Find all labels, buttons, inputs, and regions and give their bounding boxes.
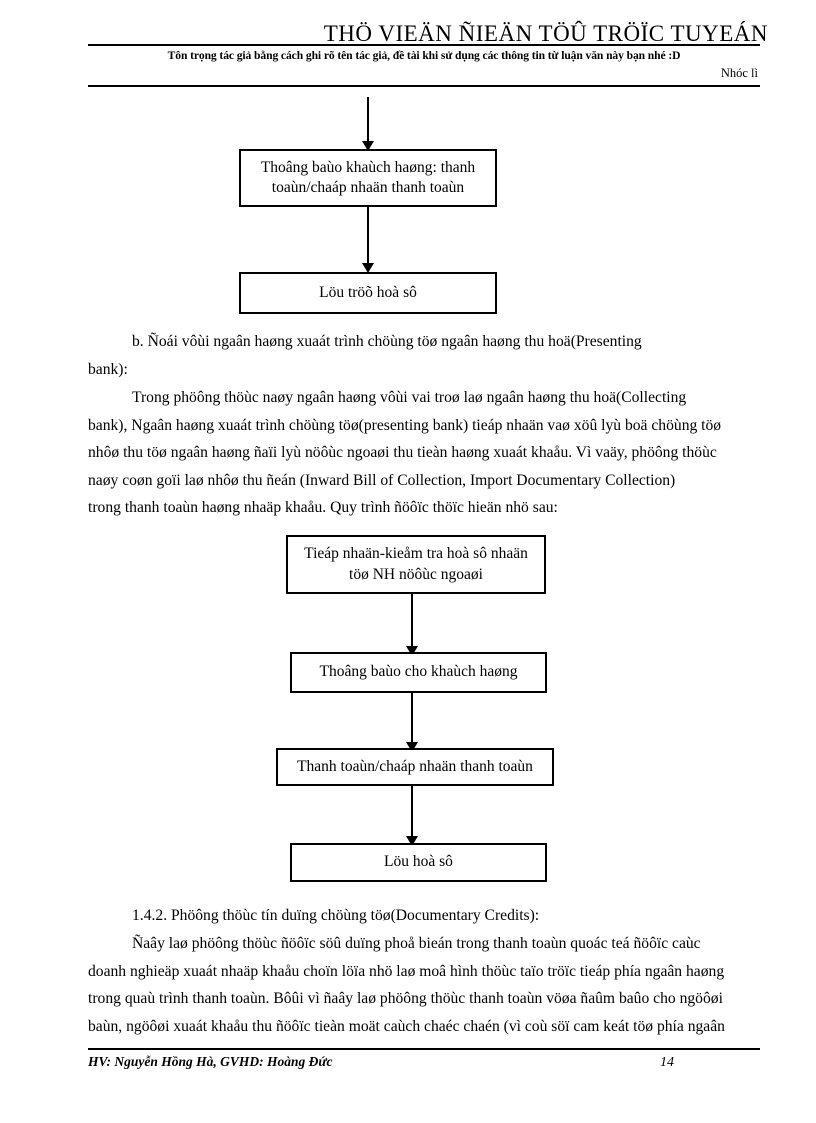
paragraph-1-line4: naøy coøn goïi laø nhôø thu ñeán (Inward… <box>88 471 676 489</box>
flow-top-box-1-line2: toaùn/chaáp nhaän thanh toaùn <box>271 179 465 196</box>
flow-top-box-2: Löu tröõ hoà sô <box>239 272 497 314</box>
footer-rule <box>88 1048 760 1050</box>
flow-bottom-arrowhead-1 <box>406 646 418 656</box>
paragraph-2-line3: trong quaù trình thanh toaùn. Bôûi vì ña… <box>88 990 723 1007</box>
paragraph-2-line4: baùn, ngöôøi xuaát khaåu thu ñöôïc tieàn… <box>88 1017 725 1035</box>
flow-bottom-box-3-line1: Thanh toaùn/chaáp nhaän thanh toaùn <box>297 757 533 775</box>
flow-top-connector-1 <box>367 207 369 265</box>
flow-bottom-arrowhead-3 <box>406 836 418 846</box>
paragraph-2: Ñaây laø phöông thöùc ñöôïc söû duïng ph… <box>88 930 762 1040</box>
paragraph-1: Trong phöông thöùc naøy ngaân haøng vôùi… <box>88 384 762 522</box>
section-142-heading-text: 1.4.2. Phöông thöùc tín duïng chöùng töø… <box>132 907 540 924</box>
paragraph-1-line3: nhôø thu töø ngaân haøng ñaïi lyù nöôùc … <box>88 444 717 461</box>
section-142-heading: 1.4.2. Phöông thöùc tín duïng chöùng töø… <box>88 902 762 930</box>
footer-page-number: 14 <box>660 1055 674 1070</box>
page-footer: HV: Nguyễn Hồng Hà, GVHD: Hoàng Đức 14 <box>88 1048 760 1071</box>
flow-top-box-1-line1: Thoâng baùo khaùch haøng: thanh <box>260 158 476 176</box>
flow-bottom-connector-2 <box>411 693 413 745</box>
flowchart-top: Thoâng baùo khaùch haøng: thanh toaùn/ch… <box>0 0 816 320</box>
header-rule-top <box>88 44 760 47</box>
flow-top-connector-in <box>367 97 369 145</box>
flow-bottom-box-1-line2: töø NH nöôùc ngoaøi <box>349 565 483 583</box>
header-note: Tôn trọng tác giả bằng cách ghi rõ tên t… <box>167 49 681 63</box>
section-b-line1: b. Ñoái vôùi ngaân haøng xuaát trình chö… <box>132 333 642 350</box>
flow-top-box-1: Thoâng baùo khaùch haøng: thanh toaùn/ch… <box>239 149 497 207</box>
page-header: THÖ VIEÄN ÑIEÄN TÖÛ TRÖÏC TUYEÁN Tôn trọ… <box>88 21 768 87</box>
flow-bottom-box-4-line1: Löu hoà sô <box>384 853 453 871</box>
flow-top-arrowhead-1 <box>362 263 374 273</box>
paragraph-1-line1: Trong phöông thöùc naøy ngaân haøng vôùi… <box>132 389 687 406</box>
flow-bottom-box-2: Thoâng baùo cho khaùch haøng <box>290 652 547 693</box>
header-rule-bottom <box>88 84 760 87</box>
footer-authors: HV: Nguyễn Hồng Hà, GVHD: Hoàng Đức <box>88 1054 333 1069</box>
flow-top-box-2-line1: Löu tröõ hoà sô <box>319 283 417 301</box>
paragraph-1-line2: bank), Ngaân haøng xuaát trình chöùng tö… <box>88 416 722 434</box>
flow-bottom-box-2-line1: Thoâng baùo cho khaùch haøng <box>319 663 518 681</box>
flow-bottom-box-1-line1: Tieáp nhaän-kieåm tra hoà sô nhaän <box>304 545 528 563</box>
flowchart-bottom: Tieáp nhaän-kieåm tra hoà sô nhaän töø N… <box>276 535 554 882</box>
flow-bottom-arrowhead-2 <box>406 742 418 752</box>
paragraph-1-line5: trong thanh toaùn haøng nhaäp khaåu. Quy… <box>88 499 558 516</box>
flow-top-arrowhead-in <box>362 141 374 151</box>
paragraph-2-line2: doanh nghieäp xuaát nhaäp khaåu choïn lö… <box>88 962 725 980</box>
flow-bottom-connector-1 <box>411 594 413 648</box>
section-b: b. Ñoái vôùi ngaân haøng xuaát trình chö… <box>88 328 762 383</box>
section-b-line2: bank): <box>88 360 128 378</box>
paragraph-2-line1: Ñaây laø phöông thöùc ñöôïc söû duïng ph… <box>132 935 701 952</box>
watermark-title: THÖ VIEÄN ÑIEÄN TÖÛ TRÖÏC TUYEÁN <box>323 21 768 46</box>
flow-bottom-box-3: Thanh toaùn/chaáp nhaän thanh toaùn <box>276 748 554 786</box>
flow-bottom-connector-3 <box>411 786 413 838</box>
flow-bottom-box-1: Tieáp nhaän-kieåm tra hoà sô nhaän töø N… <box>286 535 546 594</box>
flow-bottom-box-4: Löu hoà sô <box>290 843 547 882</box>
header-signature: Nhóc lì <box>720 65 758 80</box>
